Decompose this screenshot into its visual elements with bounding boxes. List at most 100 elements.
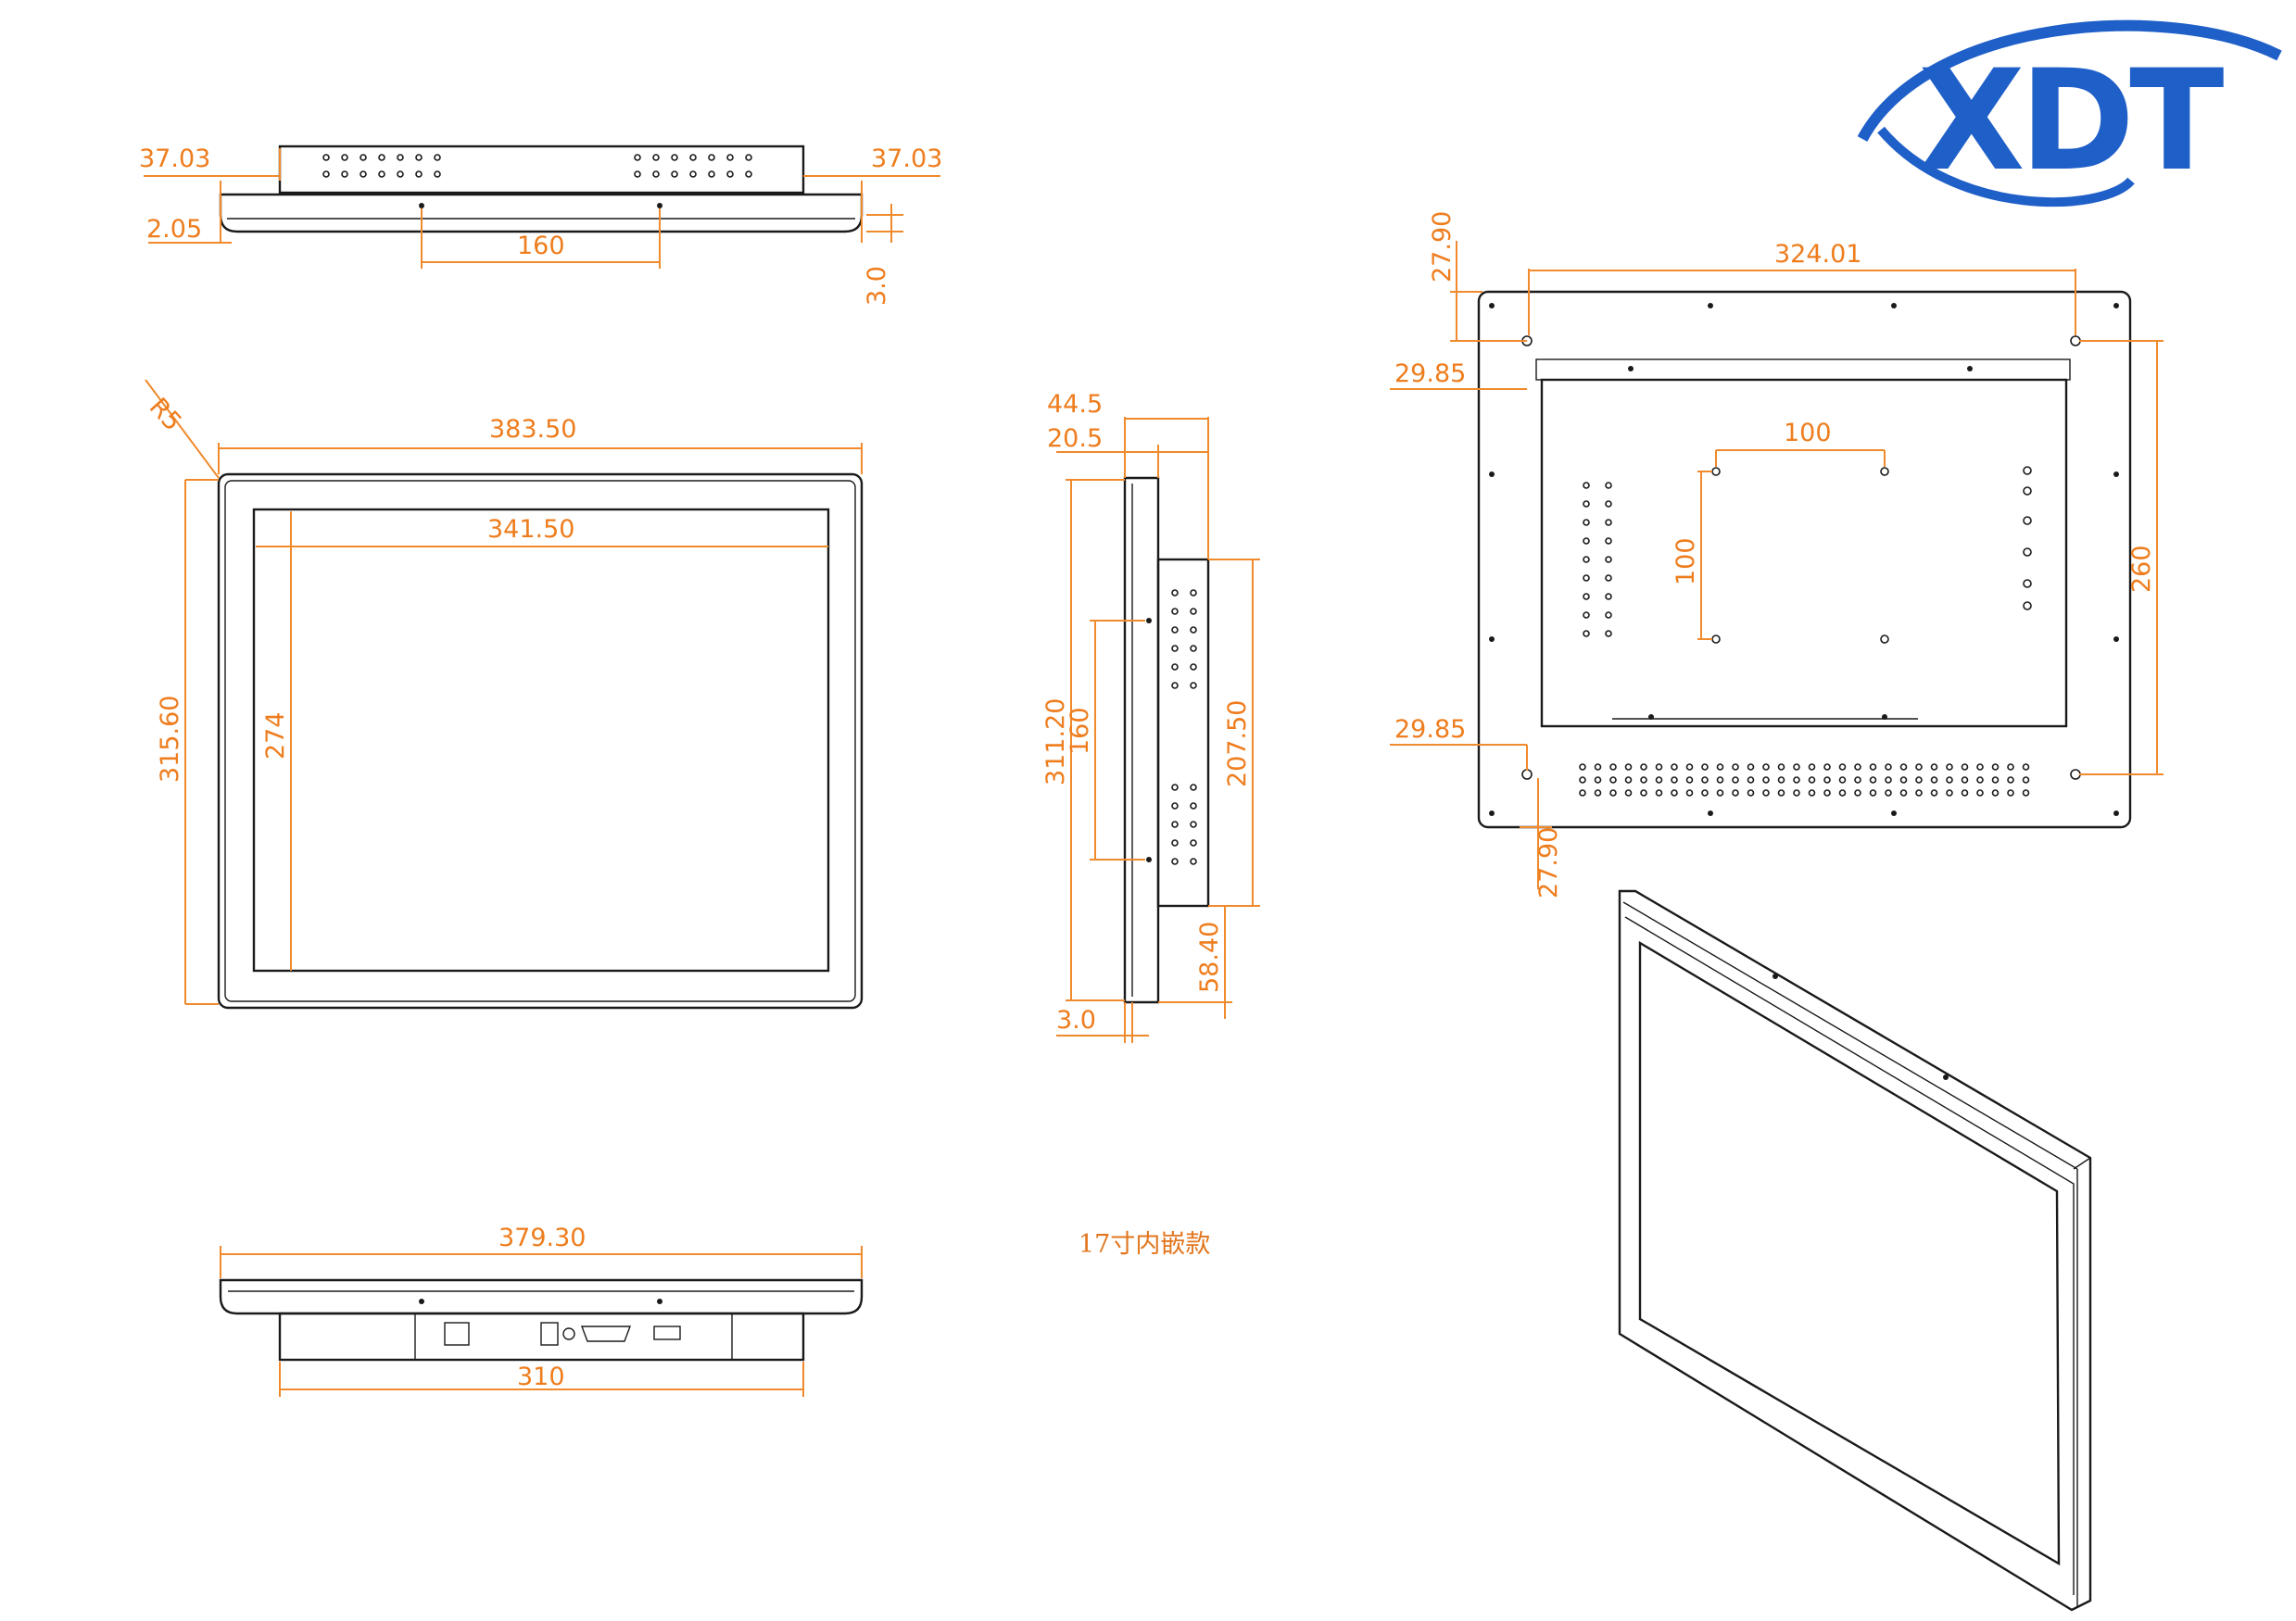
- vent-hole: [1930, 763, 1938, 771]
- isometric-view: [1618, 889, 2092, 1612]
- vent-hole: [1716, 789, 1724, 797]
- vent-hole: [1732, 776, 1739, 784]
- vent-hole: [1640, 789, 1647, 797]
- vent-hole: [1655, 789, 1663, 797]
- vga-port-icon: [580, 1326, 632, 1342]
- vent-hole: [1854, 789, 1861, 797]
- vent-hole: [1961, 776, 1969, 784]
- vent-hole: [1777, 776, 1785, 784]
- vent-hole: [1594, 789, 1602, 797]
- dim-bottom-overall-width: 379.30: [498, 1224, 586, 1252]
- vent-hole: [1732, 763, 1739, 771]
- vent-hole: [1930, 789, 1938, 797]
- vent-hole: [1671, 776, 1678, 784]
- vent-hole: [2022, 776, 2030, 784]
- side-vent-holes: [1171, 589, 1197, 865]
- usb-port-icon: [653, 1326, 681, 1340]
- vent-hole: [1976, 776, 1984, 784]
- vent-hole: [1869, 763, 1877, 771]
- vent-hole: [1885, 776, 1892, 784]
- vent-hole: [1716, 763, 1724, 771]
- vent-hole: [1624, 763, 1633, 771]
- dim-side-hole-spacing: 160: [1066, 707, 1094, 755]
- vent-hole: [1793, 789, 1800, 797]
- vent-hole: [1946, 763, 1953, 771]
- dim-corner-radius: R5: [144, 393, 187, 436]
- vent-hole: [1579, 789, 1586, 797]
- vent-hole: [1915, 776, 1923, 784]
- vent-hole: [1762, 763, 1770, 771]
- dc-port-icon: [540, 1322, 559, 1346]
- vent-hole: [1655, 776, 1663, 784]
- vent-hole: [1716, 776, 1724, 784]
- vent-hole: [1685, 776, 1694, 784]
- dim-outer-height: 315.60: [156, 696, 184, 783]
- vent-hole: [1946, 776, 1953, 784]
- vent-hole: [1609, 776, 1617, 784]
- vent-hole: [1854, 763, 1861, 771]
- vent-hole: [1930, 776, 1938, 784]
- vent-hole: [1701, 789, 1709, 797]
- back-vent-grid-left: [1583, 482, 1612, 637]
- vent-hole: [1991, 789, 2000, 797]
- vent-hole: [1640, 776, 1647, 784]
- vent-hole: [1838, 763, 1847, 771]
- dim-side-total-depth: 44.5: [1047, 390, 1103, 419]
- back-vent-column-right: [2023, 466, 2032, 610]
- dim-screen-width: 341.50: [487, 515, 574, 544]
- dim-top-depth: 3.0: [863, 266, 891, 306]
- dim-back-hole-span-height: 260: [2127, 545, 2156, 593]
- vent-hole: [2022, 789, 2030, 797]
- vent-hole: [1609, 789, 1617, 797]
- dim-screen-height: 274: [261, 711, 290, 760]
- vent-hole: [1823, 789, 1831, 797]
- vent-hole: [1808, 789, 1816, 797]
- vent-holes-top-right: [634, 154, 752, 178]
- dim-back-top-offset: 27.90: [1428, 211, 1457, 283]
- vent-hole: [1594, 776, 1602, 784]
- vent-hole: [1961, 763, 1969, 771]
- dim-back-bottom-offset: 27.90: [1534, 827, 1563, 898]
- vent-hole: [1793, 776, 1800, 784]
- vent-hole: [1899, 789, 1908, 797]
- audio-port-icon: [562, 1327, 575, 1340]
- vent-hole: [1823, 776, 1831, 784]
- dim-side-total-height: 311.20: [1041, 698, 1070, 785]
- vent-hole: [1976, 789, 1984, 797]
- dim-back-vesa-height: 100: [1672, 537, 1700, 585]
- vent-hole: [1671, 789, 1678, 797]
- vent-hole: [1762, 776, 1770, 784]
- power-port-icon: [444, 1322, 470, 1346]
- vent-hole: [1838, 789, 1847, 797]
- dim-top-lip: 2.05: [146, 215, 202, 244]
- vent-hole: [1579, 776, 1586, 784]
- vent-hole: [1655, 763, 1663, 771]
- dim-back-left-offset-bottom: 29.85: [1394, 715, 1466, 744]
- vent-hole: [1899, 776, 1908, 784]
- vent-hole: [2022, 763, 2030, 771]
- vent-hole: [1838, 776, 1847, 784]
- vent-hole: [2007, 763, 2014, 771]
- vent-hole: [1777, 763, 1785, 771]
- vent-hole: [1869, 776, 1877, 784]
- vent-hole: [1609, 763, 1617, 771]
- vesa-holes: [1711, 467, 1889, 644]
- vent-hole: [1808, 776, 1816, 784]
- vent-hole: [1685, 789, 1694, 797]
- vent-hole: [1701, 776, 1709, 784]
- vent-hole: [1899, 763, 1908, 771]
- vent-hole: [1808, 763, 1816, 771]
- logo-text: XDT: [1918, 41, 2224, 202]
- vent-hole: [1732, 789, 1739, 797]
- vent-hole: [1624, 789, 1633, 797]
- vent-hole: [1976, 763, 1984, 771]
- dim-back-vesa-width: 100: [1784, 419, 1832, 447]
- vent-hole: [1624, 776, 1633, 784]
- vent-hole: [1762, 789, 1770, 797]
- top-view: 37.03 37.03 2.05 160 3.0: [139, 145, 942, 306]
- front-view: R5 383.50 341.50 315.60 274: [144, 379, 864, 1010]
- vent-hole: [1747, 789, 1755, 797]
- vent-hole: [1915, 789, 1923, 797]
- dim-back-hole-span-width: 324.01: [1774, 240, 1861, 269]
